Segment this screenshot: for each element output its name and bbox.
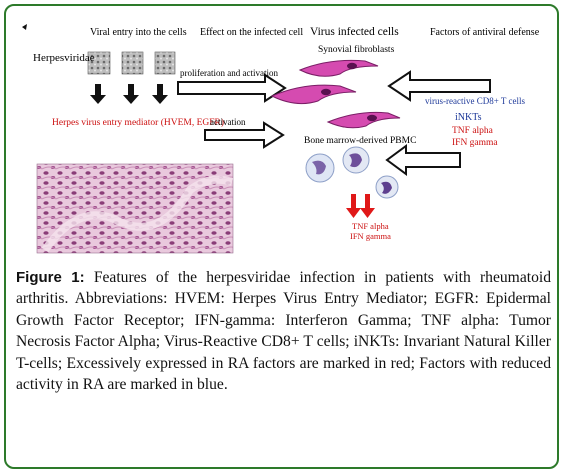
red-down-arrow-icon xyxy=(360,194,375,218)
synovial-fibroblasts-label: Synovial fibroblasts xyxy=(318,45,395,55)
synovial-fibroblast-cell xyxy=(270,84,357,105)
header-factors: Factors of antiviral defense xyxy=(430,27,540,38)
virus-particle-image-1 xyxy=(87,51,111,75)
activation-arrow-icon xyxy=(204,121,285,149)
figure-caption: Figure 1: Features of the herpesviridae … xyxy=(16,267,551,395)
herpesviridae-label: Herpesviridae xyxy=(33,52,95,64)
inkts-label: iNKTs xyxy=(455,112,482,123)
cd8-label: virus-reactive CD8+ T cells xyxy=(425,96,525,106)
figure-label: Figure 1: xyxy=(16,269,85,286)
ifn-gamma-bottom-label: IFN gamma xyxy=(350,231,391,241)
proliferation-label: proliferation and activation xyxy=(180,68,278,78)
histology-image xyxy=(36,163,234,254)
pbmc-cell xyxy=(342,146,370,174)
pbmc-label: Bone marrow-derived PBMC xyxy=(304,136,417,146)
tnf-alpha-right-label: TNF alpha xyxy=(452,126,493,136)
inhibition-arrow-upper-icon xyxy=(387,70,491,102)
entry-mediator-label: Herpes virus entry mediator (HVEM, EGFR) xyxy=(52,118,225,128)
virus-particle-image-2 xyxy=(121,51,144,75)
inhibition-arrow-lower-icon xyxy=(385,144,461,176)
red-down-arrow-icon xyxy=(346,194,361,218)
activation-label: activation xyxy=(210,117,246,127)
ifn-gamma-right-label: IFN gamma xyxy=(452,138,498,148)
proliferation-arrow-icon xyxy=(177,73,287,103)
header-viral-entry: Viral entry into the cells xyxy=(90,27,187,38)
pbmc-cell xyxy=(375,175,399,199)
down-arrow-icon xyxy=(152,84,168,104)
header-effect: Effect on the infected cell xyxy=(200,27,304,38)
down-arrow-icon xyxy=(123,84,139,104)
synovial-fibroblast-cell xyxy=(298,59,379,77)
header-virus-infected: Virus infected cells xyxy=(310,26,399,38)
synovial-fibroblast-cell xyxy=(326,111,401,129)
corner-mark-icon xyxy=(22,24,27,30)
tnf-alpha-bottom-label: TNF alpha xyxy=(352,221,389,231)
pbmc-cell xyxy=(305,153,335,183)
down-arrow-icon xyxy=(90,84,106,104)
caption-text: Features of the herpesviridae infection … xyxy=(16,269,551,394)
virus-particle-image-3 xyxy=(154,51,176,75)
